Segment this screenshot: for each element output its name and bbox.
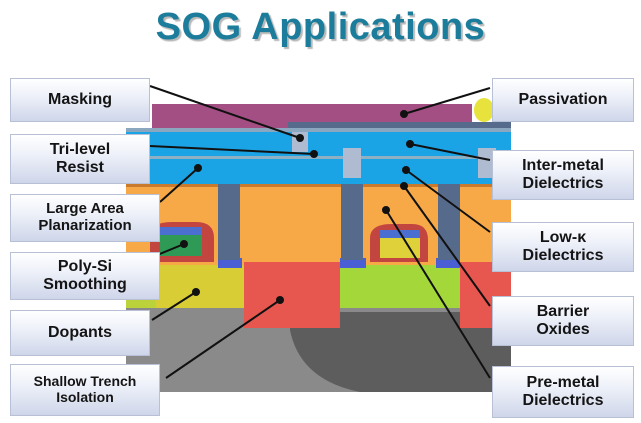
gate-top-left <box>160 227 202 235</box>
passivation-bump <box>474 98 494 122</box>
dot-masking <box>296 134 304 142</box>
leader-barrier <box>403 185 491 307</box>
leader-low-k <box>405 169 491 233</box>
dot-inter-metal <box>406 140 414 148</box>
dot-sti <box>276 296 284 304</box>
page-title: SOG Applications <box>155 6 486 48</box>
label-shallow-trench-isolation: Shallow Trench Isolation <box>10 364 160 416</box>
poly-si-gate-right <box>380 236 420 258</box>
leader-inter-metal <box>409 143 491 161</box>
label-pre-metal-dielectrics: Pre-metal Dielectrics <box>492 366 634 418</box>
dopant-region-right <box>340 262 460 308</box>
dot-poly <box>180 240 188 248</box>
dot-barrier <box>400 182 408 190</box>
top-metal-bar <box>288 122 511 132</box>
leader-masking <box>149 85 301 139</box>
label-passivation: Passivation <box>492 78 634 122</box>
label-tri-level-resist: Tri-level Resist <box>10 134 150 184</box>
leader-planarization <box>159 167 199 203</box>
substrate-well <box>290 312 511 392</box>
low-k-line <box>126 156 511 159</box>
label-large-area-planarization: Large Area Planarization <box>10 194 160 242</box>
metal-via-2 <box>478 148 496 178</box>
contact-pad-3 <box>436 258 460 268</box>
leader-sti <box>165 299 281 379</box>
leader-passivation <box>403 87 491 115</box>
label-barrier-oxides: Barrier Oxides <box>492 296 634 346</box>
dot-passivation <box>400 110 408 118</box>
shallow-trench-left <box>244 262 340 328</box>
leader-tri-level <box>149 145 315 155</box>
metal-plug-2 <box>341 176 363 260</box>
cap-stripe <box>126 128 511 132</box>
label-inter-metal-dielectrics: Inter-metal Dielectrics <box>492 150 634 200</box>
label-low-k-dielectrics: Low-κ Dielectrics <box>492 222 634 272</box>
dot-dopants <box>192 288 200 296</box>
metal-plug-1 <box>218 176 240 260</box>
metal-via-1 <box>343 148 361 178</box>
leader-dopants <box>151 291 197 321</box>
dot-planarization <box>194 164 202 172</box>
dot-pre-metal <box>382 206 390 214</box>
leader-pre-metal <box>385 209 491 379</box>
contact-pad-1 <box>218 258 242 268</box>
contact-pad-2 <box>340 258 366 268</box>
label-poly-si-smoothing: Poly-Si Smoothing <box>10 252 160 300</box>
label-dopants: Dopants <box>10 310 150 356</box>
dot-tri-level <box>310 150 318 158</box>
dot-low-k <box>402 166 410 174</box>
label-masking: Masking <box>10 78 150 122</box>
